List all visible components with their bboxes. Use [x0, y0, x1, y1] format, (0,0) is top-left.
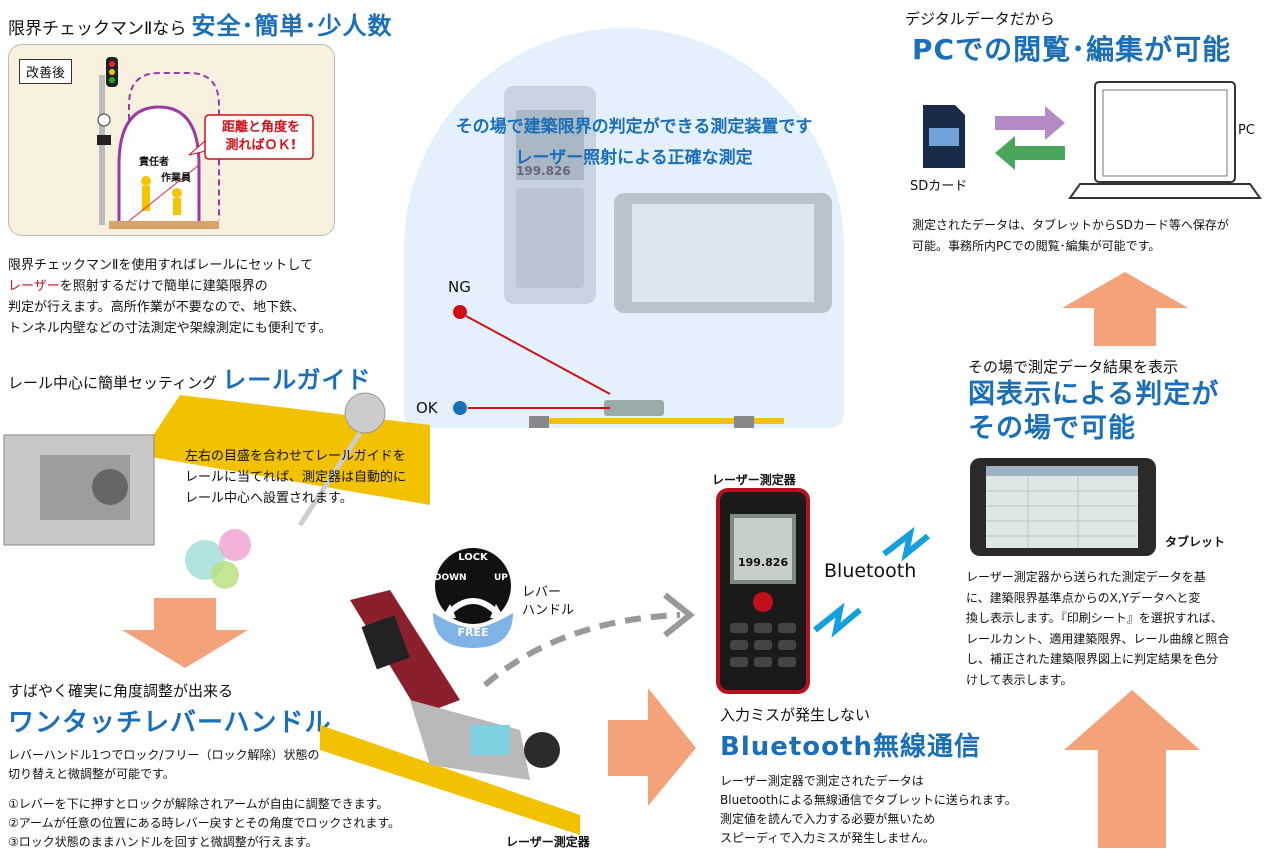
callout-line2: 測ればＯＫ! — [225, 138, 297, 153]
desc-line: 測定されたデータは、タブレットからSDカード等へ保存が — [912, 218, 1229, 232]
bluetooth-signal-icon — [813, 526, 930, 638]
sd-to-pc-diagram — [923, 81, 1262, 199]
dial-lock: LOCK — [458, 552, 488, 563]
sd-label: SDカード — [910, 179, 968, 194]
display-heading: 図表示による判定が その場で可能 — [968, 378, 1219, 446]
desc-line: けして表示します。 — [966, 672, 1073, 687]
callout: 距離と角度を 測ればＯＫ! — [219, 119, 303, 155]
rail-guide-heading: レール中心に簡単セッティング レールガイド — [8, 360, 371, 395]
desc-line: レーザーを照射するだけで簡単に建築限界の — [8, 276, 331, 297]
desc-line: 換し表示します。『印刷シート』を選択すれば、 — [966, 611, 1223, 625]
desc-line: スピーディで入力ミスが発生しません。 — [720, 831, 935, 845]
bluetooth-link-label: Bluetooth — [824, 560, 917, 582]
desc-line: 可能。事務所内PCでの閲覧･編集が可能です。 — [912, 239, 1161, 253]
dial-free: FREE — [457, 626, 489, 639]
desc-red-word: レーザー — [8, 279, 60, 294]
dial-up: UP — [494, 573, 508, 583]
desc-line: 判定が行えます。高所作業が不要なので、地下鉄、 — [8, 300, 306, 315]
person-label-manager: 責任者 — [139, 157, 169, 168]
rail-guide-main: レールガイド — [222, 366, 372, 394]
laser-meter-device — [716, 488, 810, 694]
heading-prefix: 限界チェックマンⅡなら — [8, 19, 187, 39]
display-heading-line1: 図表示による判定が — [968, 379, 1220, 410]
desc-line: レールに当てれば、測定器は自動的に — [185, 470, 407, 485]
dial-down: DOWN — [434, 573, 467, 583]
ng-label: NG — [448, 278, 471, 296]
pc-description: 測定されたデータは、タブレットからSDカード等へ保存が 可能。事務所内PCでの閲… — [912, 215, 1229, 257]
down-arrow — [122, 598, 248, 668]
tablet-label: タブレット — [1165, 535, 1226, 549]
person-label-worker: 作業員 — [161, 173, 191, 184]
center-devices — [504, 86, 832, 428]
pc-subheading: デジタルデータだから — [905, 10, 1055, 28]
lever-heading: ワンタッチレバーハンドル — [8, 708, 332, 738]
desc-line: 測定値を読んで入力する必要が無いため — [720, 812, 936, 826]
bluetooth-subheading: 入力ミスが発生しない — [720, 706, 871, 724]
tablet-device — [970, 458, 1156, 556]
dashed-arrow — [483, 592, 695, 688]
bluetooth-heading: Bluetooth無線通信 — [720, 732, 981, 762]
desc-line: レール中心へ設置されます。 — [185, 491, 353, 506]
rail-guide-prefix: レール中心に簡単セッティング — [8, 374, 218, 392]
display-heading-line2: その場で可能 — [968, 413, 1136, 444]
display-subheading: その場で測定データ結果を表示 — [968, 358, 1179, 376]
up-arrow-lower — [1064, 690, 1200, 848]
desc-line: に、建築限界基準点からのX,Yデータへと変 — [966, 590, 1201, 605]
desc-line: トンネル内壁などの寸法測定や架線測定にも便利です。 — [8, 321, 332, 336]
up-arrow-upper — [1062, 272, 1188, 346]
desc-line: レーザー測定器で測定されたデータは — [720, 774, 924, 788]
lever-label-line2: ハンドル — [522, 603, 575, 618]
heading-main: 安全･簡単･少人数 — [191, 12, 393, 40]
display-description: レーザー測定器から送られた測定データを基 に、建築限界基準点からのX,Yデータへ… — [966, 567, 1229, 690]
lock-free-dial — [433, 548, 513, 648]
lever-handle-photo — [320, 590, 580, 835]
center-device-reading: 199.826 — [516, 164, 571, 178]
desc-line: 左右の目盛を合わせてレールガイドを — [185, 449, 406, 464]
improved-diagram: 改善後 距離と角度を 測ればＯＫ! 責任者 作業員 — [8, 44, 335, 236]
center-caption-line2: レーザー照射による正確な測定 — [515, 148, 753, 168]
lever-label-line1: レバー — [522, 585, 562, 600]
desc-line: 切り替えと微調整が可能です。 — [8, 767, 175, 781]
desc-line: レバーハンドル1つでロック/フリー（ロック解除）状態の — [8, 748, 320, 762]
desc-line: し、補正された建築限界図上に判定結果を色分 — [966, 652, 1219, 666]
center-caption: その場で建築限界の判定ができる測定装置です レーザー照射による正確な測定 — [404, 112, 864, 174]
top-left-heading: 限界チェックマンⅡなら 安全･簡単･少人数 — [8, 6, 392, 41]
ng-ok-lines — [453, 305, 611, 415]
desc-line: レールカント、適用建築限界、レール曲線と照合 — [966, 631, 1230, 646]
lever-subheading: すばやく確実に角度調整が出来る — [8, 682, 234, 700]
laser-device-label: レーザー測定器 — [712, 473, 796, 487]
label-after: 改善後 — [19, 59, 73, 84]
desc-line: 限界チェックマンⅡを使用すればレールにセットして — [8, 258, 314, 273]
right-arrow — [608, 688, 696, 806]
desc-line: レーザー測定器から送られた測定データを基 — [966, 570, 1206, 584]
lever-label: レバー ハンドル — [522, 584, 574, 620]
pc-label: PC — [1238, 123, 1255, 138]
rail-guide-photo — [3, 392, 430, 589]
laser-device-reading: 199.826 — [738, 556, 789, 569]
step-item: ②アームが任意の位置にある時レバー戻すとその角度でロックされます。 — [8, 816, 401, 830]
rail-guide-description: 左右の目盛を合わせてレールガイドを レールに当てれば、測定器は自動的に レール中… — [185, 446, 406, 509]
center-caption-line1: その場で建築限界の判定ができる測定装置です — [455, 117, 813, 137]
step-item: ①レバーを下に押すとロックが解除されアームが自由に調整できます。 — [8, 797, 389, 811]
callout-line1: 距離と角度を — [221, 120, 300, 135]
step-item: ③ロック状態のままハンドルを回すと微調整が行えます。 — [8, 835, 318, 849]
desc-line: Bluetoothによる無線通信でタブレットに送られます。 — [720, 793, 1017, 807]
desc-rest: を照射するだけで簡単に建築限界の — [59, 279, 268, 294]
lever-description: レバーハンドル1つでロック/フリー（ロック解除）状態の 切り替えと微調整が可能で… — [8, 746, 319, 784]
ok-label: OK — [416, 399, 438, 417]
tunnel-illustration — [97, 57, 314, 229]
pc-heading: PCでの閲覧･編集が可能 — [912, 33, 1232, 66]
lever-steps: ①レバーを下に押すとロックが解除されアームが自由に調整できます。 ②アームが任意… — [8, 795, 400, 852]
top-left-description: 限界チェックマンⅡを使用すればレールにセットして レーザーを照射するだけで簡単に… — [8, 255, 331, 339]
lever-device-label: レーザー測定器 — [506, 835, 590, 849]
bluetooth-description: レーザー測定器で測定されたデータは Bluetoothによる無線通信でタブレット… — [720, 772, 1017, 848]
